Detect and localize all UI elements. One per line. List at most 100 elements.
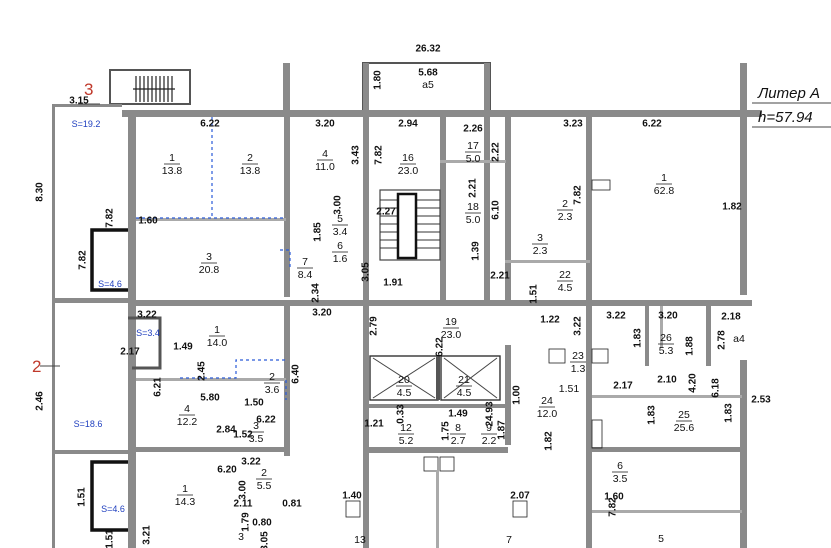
room-label: 411.0 — [315, 148, 335, 173]
walls — [40, 62, 831, 548]
dimension-label: 3.05 — [260, 531, 271, 548]
dimension-label: 3.22 — [573, 316, 584, 336]
dimension-label: 1.21 — [364, 419, 384, 430]
dimension-label: 2.27 — [376, 207, 396, 218]
dimension-label: 1.51 — [529, 284, 540, 304]
dimension-label: 0.81 — [282, 499, 302, 510]
room-area: 1.6 — [333, 253, 348, 265]
dimension-label: 2.17 — [120, 347, 140, 358]
balcony-labels: S=19.2S=4.6S=3.4S=18.6S=4.6 — [72, 119, 160, 514]
room-number: 20 — [398, 374, 410, 386]
room-number: 1 — [661, 172, 667, 184]
dimension-label: 1.50 — [244, 398, 264, 409]
room-number: 3 — [537, 232, 543, 244]
room-area: 12.0 — [537, 408, 558, 420]
room-label: 412.2 — [177, 403, 198, 428]
room-label: 114.0 — [207, 324, 228, 349]
room-label: 33.5 — [248, 420, 264, 445]
dimension-label: 3.20 — [658, 311, 678, 322]
dimension-label: 26.32 — [415, 44, 440, 55]
dimension-label: 1.87 — [497, 420, 508, 440]
room-label: 53.4 — [332, 213, 348, 238]
dimension-label: 2.21 — [490, 271, 510, 282]
dimension-label: 2.21 — [468, 178, 479, 198]
dimension-label: 1.83 — [724, 403, 735, 423]
dimension-label: 1.51 — [105, 529, 116, 548]
room-area: 62.8 — [654, 185, 675, 197]
dimension-label: 1.00 — [512, 385, 523, 405]
room-label: 61.6 — [332, 240, 348, 265]
dimension-label: 3.22 — [606, 311, 626, 322]
dimension-label: 1.22 — [540, 315, 560, 326]
room-label: 204.5 — [396, 374, 412, 399]
room-label: 213.8 — [240, 152, 261, 177]
room-area: 3.4 — [333, 226, 348, 238]
room-area: 14.3 — [175, 496, 196, 508]
axis-label: 2 — [32, 357, 41, 376]
dimension-label: 2.07 — [510, 491, 530, 502]
liter-label: Литер А — [757, 85, 820, 102]
room-area: 20.8 — [199, 264, 220, 276]
room-area: 2.2 — [482, 435, 497, 447]
room-number: 23 — [572, 350, 584, 362]
dimension-label: 7.82 — [573, 185, 584, 205]
room-number: 18 — [467, 201, 479, 213]
balcony-area: S=18.6 — [74, 419, 103, 429]
room-area: 13.8 — [240, 165, 261, 177]
room-area: 25.6 — [674, 422, 695, 434]
dimension-label: 8.30 — [35, 182, 46, 202]
room-number: 16 — [402, 152, 414, 164]
room-number: 5 — [337, 213, 343, 225]
room-area: 2.7 — [451, 435, 466, 447]
dimension-label: 2.78 — [717, 330, 728, 350]
dimension-label: 2.22 — [491, 142, 502, 162]
dimension-label: 3.22 — [241, 457, 261, 468]
dimension-label: 2.17 — [613, 381, 633, 392]
room-label: 214.5 — [456, 374, 472, 399]
room-number: 12 — [400, 422, 412, 434]
room-area: 4.5 — [397, 387, 412, 399]
room-number: 3 — [253, 420, 259, 432]
room-label: 63.5 — [612, 460, 628, 485]
dimension-label: 1.49 — [448, 409, 468, 420]
dimension-label: 0.80 — [252, 518, 272, 529]
dimension-label: 5.68 — [418, 68, 438, 79]
dimension-label: 2.94 — [398, 119, 418, 130]
room-label: 23.6 — [264, 371, 280, 396]
dimension-label: 2.84 — [216, 425, 236, 436]
room-label: 92.2 — [481, 422, 497, 447]
dimension-label: 6.21 — [153, 377, 164, 397]
room-area: 2.3 — [533, 245, 548, 257]
dimension-label: 3.00 — [333, 195, 344, 215]
dimension-label: 5.80 — [200, 393, 220, 404]
dimension-label: 3.15 — [69, 96, 89, 107]
dimension-label: 1.83 — [647, 405, 658, 425]
room-number: 5 — [658, 533, 664, 545]
room-label: 185.0 — [465, 201, 481, 226]
room-area: 1.3 — [571, 363, 586, 375]
room-area: 14.0 — [207, 337, 228, 349]
dimension-label: 1.51 — [77, 487, 88, 507]
dimension-label: 6.40 — [291, 364, 302, 384]
room-number: 3 — [238, 531, 244, 543]
room-area: 23.0 — [398, 165, 419, 177]
room-label: 3 — [238, 531, 244, 543]
room-area: 11.0 — [315, 161, 335, 173]
balcony-area: S=3.4 — [136, 328, 160, 338]
dimension-label: 3.00 — [238, 480, 249, 500]
room-number: 17 — [467, 140, 479, 152]
balcony-area: S=19.2 — [72, 119, 101, 129]
room-label: 1.51 — [559, 383, 580, 395]
dimension-label: 1.79 — [241, 512, 252, 532]
room-label: 22.3 — [557, 198, 573, 223]
dimension-label: 2.46 — [35, 391, 46, 411]
room-label: 224.5 — [557, 269, 573, 294]
room-label: 175.0 — [465, 140, 481, 165]
dimension-label: 2.34 — [311, 283, 322, 303]
room-number: 21 — [458, 374, 470, 386]
room-number: 4 — [322, 148, 328, 160]
dimension-label: 0.33 — [396, 404, 407, 424]
dimension-label: 6.22 — [200, 119, 220, 130]
